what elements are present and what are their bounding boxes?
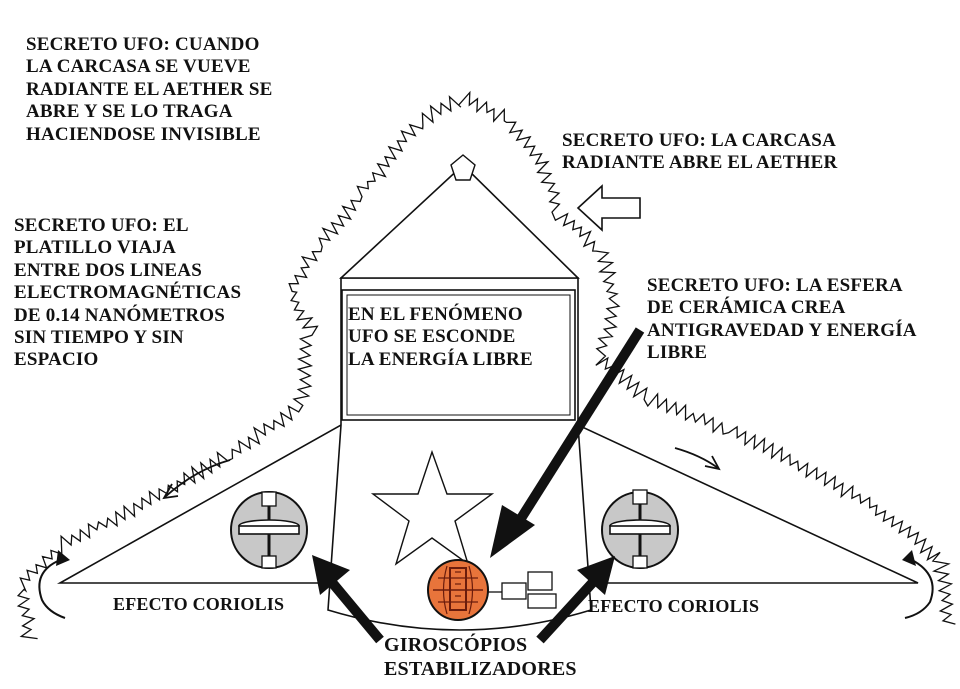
label-coriolis-left: EFECTO CORIOLIS: [113, 594, 285, 614]
coriolis-arrowhead-left: [56, 550, 70, 566]
label-secret-travel: SECRETO UFO: EL PLATILLO VIAJA ENTRE DOS…: [14, 215, 242, 371]
gyroscope-right: [601, 489, 679, 569]
coriolis-swirl-left: [38, 559, 66, 619]
radiant-aura-left: [16, 95, 462, 640]
saucer-roof: [338, 163, 580, 279]
gyroscope-left: [230, 491, 308, 569]
arrow-to-gyro-left: [312, 555, 384, 644]
label-gyroscopes: GIROSCÓPIOS ESTABILIZADORES: [384, 634, 577, 680]
pentagon-top: [450, 154, 476, 181]
wing-arrow-right: [674, 447, 719, 469]
arrow-to-sphere: [490, 327, 645, 558]
star: [370, 449, 495, 566]
wing-arrow-left: [164, 459, 231, 498]
coriolis-swirl-right: [904, 559, 934, 619]
wing-arrowhead-right: [704, 455, 721, 471]
label-secret-sphere: SECRETO UFO: LA ESFERA DE CERÁMICA CREA …: [647, 275, 917, 364]
radiant-aura-right: [458, 90, 956, 625]
label-secret-invisible: SECRETO UFO: CUANDO LA CARCASA SE VUEVE …: [26, 34, 273, 145]
label-center-free-energy: EN EL FENÓMENO UFO SE ESCONDE LA ENERGÍA…: [348, 304, 533, 370]
ceramic-sphere: [427, 559, 489, 621]
arrow-to-gyro-right: [536, 556, 615, 644]
label-secret-aether: SECRETO UFO: LA CARCASA RADIANTE ABRE EL…: [562, 130, 838, 174]
center-text-box-inner: [346, 294, 571, 416]
hollow-arrow-icon: [576, 184, 641, 232]
machine-module: [488, 571, 557, 609]
wing-arrowhead-left: [162, 483, 179, 500]
center-text-box: [341, 289, 576, 421]
coriolis-arrowhead-right: [902, 550, 916, 566]
label-coriolis-right: EFECTO CORIOLIS: [588, 596, 760, 616]
